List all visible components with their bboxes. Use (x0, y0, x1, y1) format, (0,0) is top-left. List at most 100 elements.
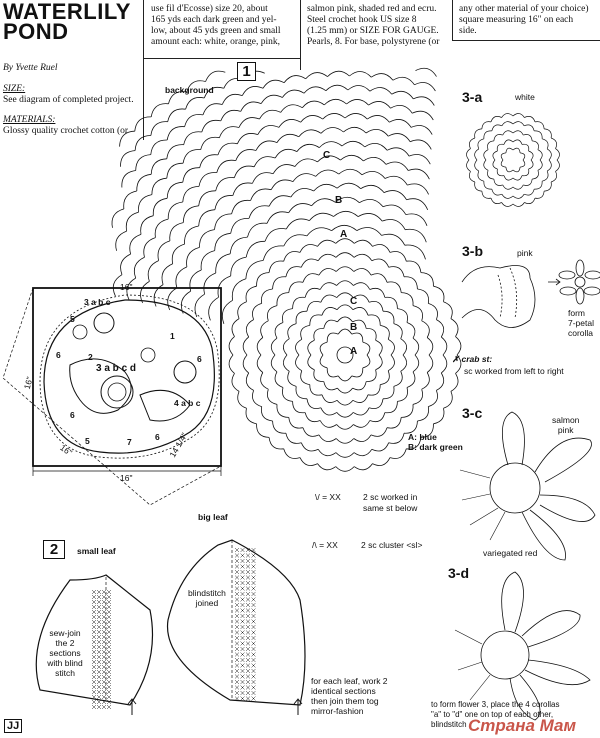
stitch-x (245, 580, 251, 586)
size-text: See diagram of completed project. (3, 95, 134, 105)
doily-arch (382, 204, 407, 215)
note-line: stitch (55, 668, 75, 678)
stitch-x (101, 689, 107, 695)
stitch-x (245, 652, 251, 657)
doily-arch (317, 239, 337, 247)
doily-arch (283, 338, 290, 356)
text-line: any other material of your choice) (459, 4, 589, 14)
doily-arch (353, 282, 371, 290)
doily-arch (383, 190, 407, 200)
rose-arch (483, 130, 492, 139)
project-label: 3 a b c d (96, 363, 137, 374)
rose-arch (481, 121, 492, 129)
rose-arch (555, 159, 560, 172)
rose-arch (492, 150, 498, 161)
doily-arch (359, 198, 384, 208)
doily-arch (353, 407, 370, 416)
rose-arch (523, 134, 533, 141)
stitch-x (245, 674, 251, 679)
doily-arch (252, 172, 274, 184)
rose-arch (512, 130, 524, 136)
rose-arch (544, 181, 552, 192)
doily-arch (135, 154, 151, 171)
column-divider (143, 0, 144, 140)
rose-arch (469, 137, 476, 149)
stitch-x (245, 641, 251, 646)
doily-arch (368, 301, 384, 312)
doily-arch (336, 424, 354, 430)
stitch-x (234, 575, 240, 580)
doily-arch (305, 72, 328, 80)
doily-arch (318, 434, 337, 442)
size-label: SIZE: (3, 84, 26, 94)
stitch-x (106, 659, 112, 665)
doily-arch (352, 307, 369, 316)
doily-arch (386, 417, 402, 429)
stitch-x (234, 547, 240, 553)
rose-arch (532, 170, 539, 180)
project-label: 6 (197, 354, 202, 364)
stitch-x (91, 609, 97, 615)
doily-arch (228, 336, 235, 356)
doily-arch (299, 244, 318, 253)
stitch-x (106, 684, 112, 690)
stitch-x (234, 652, 240, 657)
rose-arch (501, 202, 514, 207)
doily-arch (372, 457, 391, 466)
note-line: form (568, 308, 585, 318)
doily-arch (257, 125, 280, 135)
stitch-x (96, 659, 102, 665)
doily-arch (428, 390, 438, 407)
stitch-x (106, 619, 112, 625)
stitch-x (101, 699, 107, 705)
note-line: to form flower 3, place the 4 corollas (431, 700, 560, 709)
doily-arch (300, 258, 319, 268)
leaf-stitch-grid (91, 547, 256, 710)
diagram-3b-note: form 7-petal corolla (568, 308, 594, 338)
petal-3b-chart (461, 259, 600, 328)
stitch-x (106, 589, 112, 595)
stitch-x (251, 597, 256, 602)
doily-arch (388, 133, 411, 142)
doily-arch (282, 387, 293, 402)
stitch-x (106, 614, 112, 620)
doily-arch (368, 101, 391, 109)
stitch-x (251, 652, 256, 657)
diagram-3a-label: 3-a (462, 89, 483, 105)
doily-arch (230, 217, 250, 234)
stitch-x (234, 608, 240, 613)
doily-arch (216, 159, 236, 173)
stitch-x (245, 575, 251, 580)
doily-arch (336, 304, 354, 310)
stitch-x (91, 614, 97, 620)
doily-arch (441, 336, 448, 356)
doily-arch (382, 386, 395, 400)
text-line: (1.25 mm) or SIZE FOR GAUGE. (307, 26, 439, 36)
stitch-x (251, 619, 256, 624)
stitch-x (101, 624, 107, 630)
stitch-x (251, 547, 256, 553)
doily-arch (198, 190, 216, 206)
stitch-x (96, 679, 102, 685)
doily-letter: B (350, 322, 358, 333)
stitch-x (240, 690, 245, 696)
doily-arch (386, 147, 410, 157)
stitch-x (245, 668, 251, 674)
doily-arch (186, 80, 206, 93)
stitch-x (96, 599, 102, 605)
doily-arch (320, 407, 337, 416)
rose-arch (523, 179, 533, 186)
doily-arch (369, 287, 386, 298)
rose-arch (496, 168, 505, 177)
doily-arch (276, 292, 289, 306)
stitch-x (234, 679, 240, 685)
stitch-x (234, 630, 240, 635)
stitch-x (96, 639, 102, 645)
doily-arch (392, 76, 415, 86)
stitch-x (245, 547, 251, 553)
doily-arch (336, 280, 354, 286)
doily-arch (320, 294, 337, 303)
stitch-x (234, 690, 240, 696)
doily-arch (371, 258, 390, 268)
note-line: corolla (568, 328, 594, 338)
